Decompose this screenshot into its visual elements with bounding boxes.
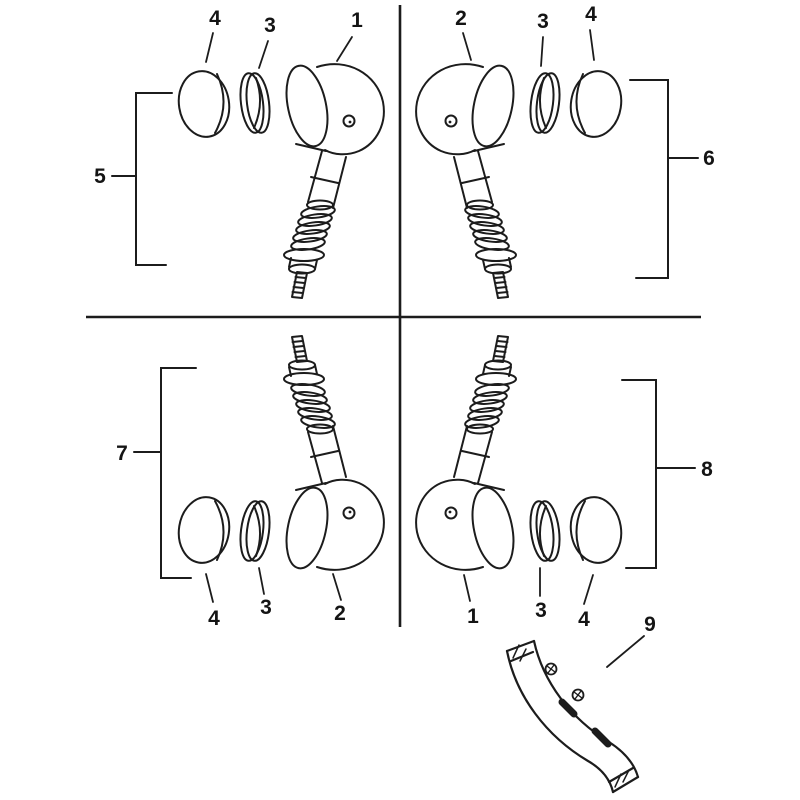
part-label-gasket-bl: 3 — [260, 596, 272, 619]
assembly-bottom-left — [173, 335, 385, 574]
group-label-6: 6 — [703, 147, 715, 170]
part-label-housing-br: 1 — [467, 605, 479, 628]
bracket-screw-icon — [544, 662, 558, 676]
part-label-housing-bl: 2 — [334, 602, 346, 625]
group-label-8: 8 — [701, 458, 713, 481]
part-label-bracket-9: 9 — [644, 613, 656, 636]
bracket-slot — [558, 698, 578, 718]
part-label-gasket-tl: 3 — [264, 14, 276, 37]
part-label-gasket-br: 3 — [535, 599, 547, 622]
part-label-lens-br: 4 — [578, 608, 590, 631]
part-label-lens-bl: 4 — [208, 607, 220, 630]
part-label-gasket-tr: 3 — [537, 10, 549, 33]
part-label-lens-tl: 4 — [209, 7, 221, 30]
bracket-7-line — [160, 367, 197, 579]
part-label-lens-tr: 4 — [585, 3, 597, 26]
assembly-top-right — [415, 60, 627, 300]
group-label-5: 5 — [94, 165, 106, 188]
leader-lines — [205, 29, 645, 668]
group-brackets — [111, 79, 699, 579]
divider-lines — [86, 5, 701, 627]
assembly-top-left — [173, 60, 385, 300]
part-label-housing-tl: 1 — [351, 9, 363, 32]
bracket-6-line — [629, 79, 669, 279]
bracket-slot — [591, 727, 612, 748]
bracket-5-line — [135, 92, 173, 266]
bracket-8-line — [621, 379, 657, 569]
bracket-screw-icon — [571, 688, 585, 702]
assembly-bottom-right — [415, 335, 627, 574]
group-label-7: 7 — [116, 442, 128, 465]
part-label-housing-tr: 2 — [455, 7, 467, 30]
mount-bracket-part — [505, 639, 640, 794]
part-number-labels: 4 3 1 2 3 4 4 3 2 1 3 4 5 6 7 8 9 — [94, 3, 715, 636]
